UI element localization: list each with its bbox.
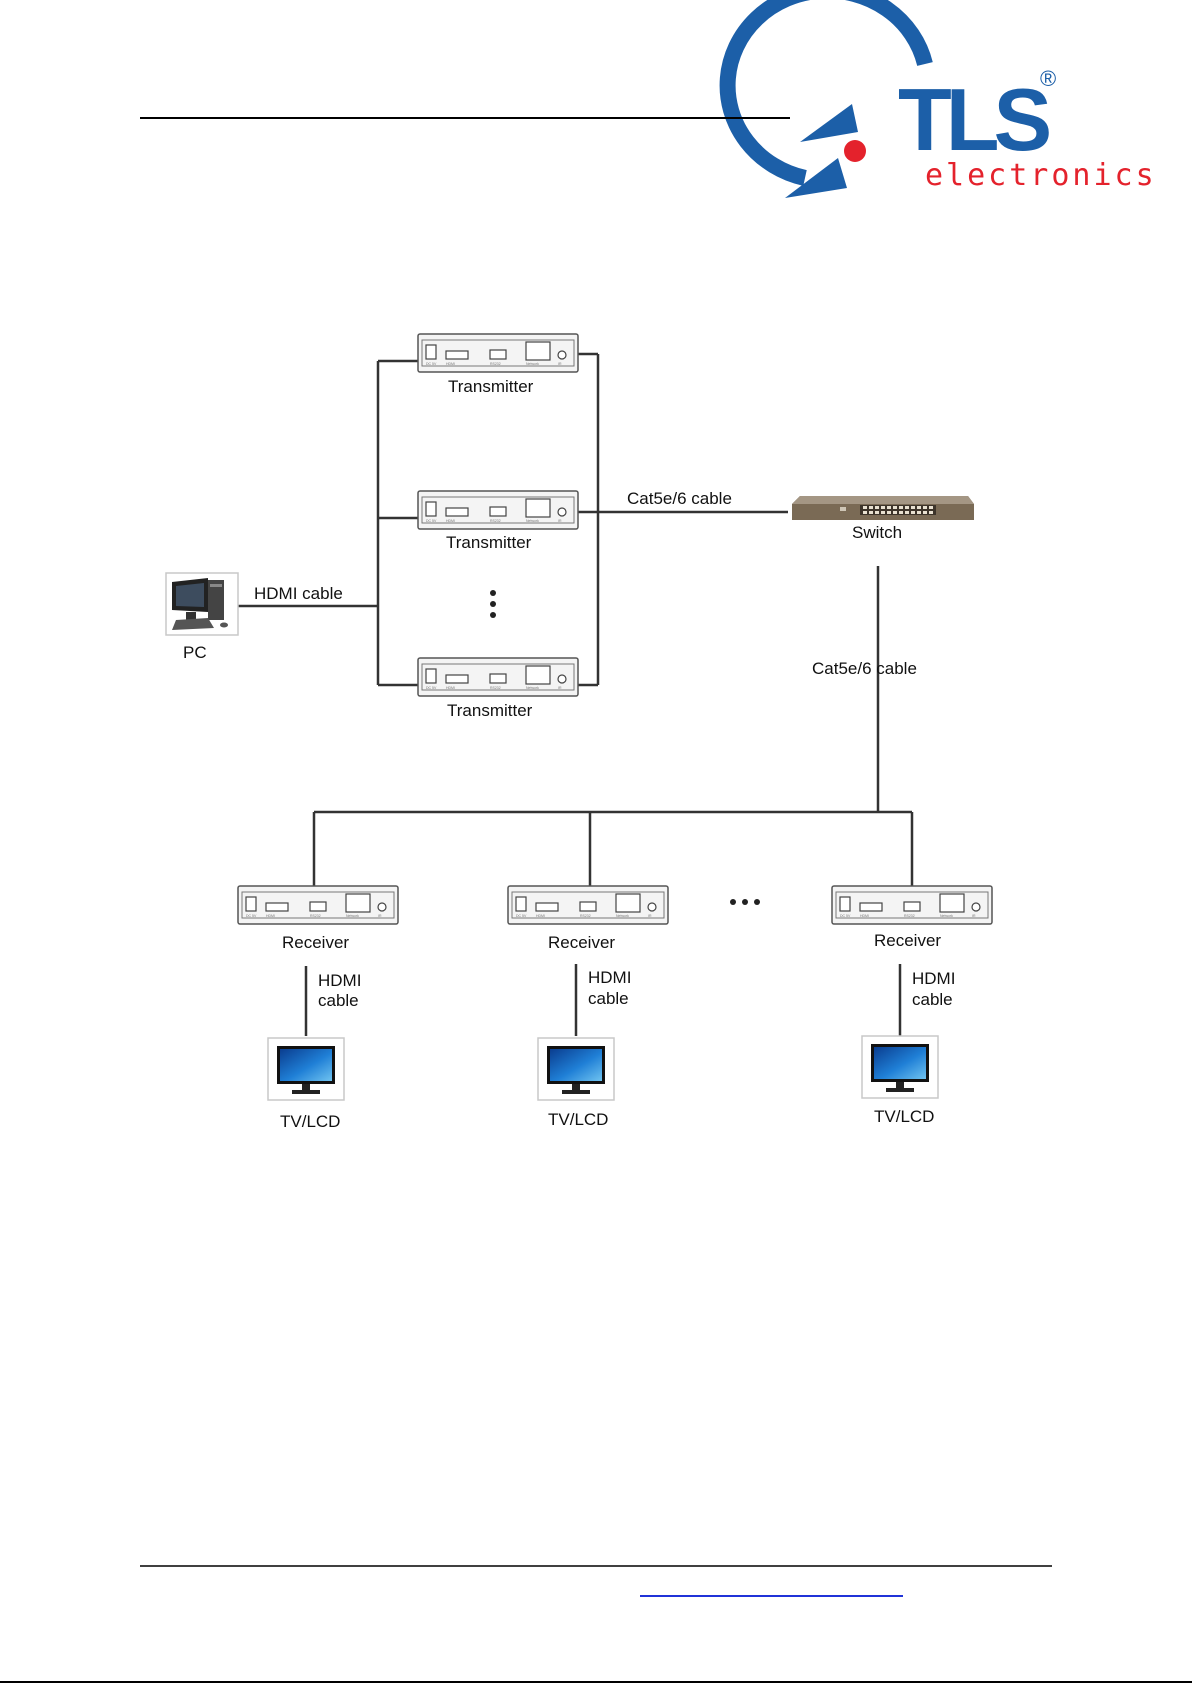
transmitter-1: Transmitter [418,334,578,396]
extender-box-icon [508,886,668,924]
pc-label: PC [183,643,207,662]
hdmi-cable-label-line1: HDMI [588,968,631,987]
transmitter-label: Transmitter [447,701,533,720]
registered-mark: ® [1040,66,1056,91]
extender-box-icon [832,886,992,924]
receiver-3: Receiver HDMI cable [832,886,992,1009]
extender-box-icon [418,658,578,696]
receiver-label: Receiver [282,933,349,952]
display-3: TV/LCD [862,1036,938,1126]
desktop-computer-icon [166,573,238,635]
hdmi-cable-label-line1: HDMI [318,971,361,990]
receiver-label: Receiver [548,933,615,952]
hdmi-cable-label-line1: HDMI [912,969,955,988]
display-label: TV/LCD [280,1112,340,1131]
transmitter-3: Transmitter [418,658,578,720]
display-label: TV/LCD [548,1110,608,1129]
more-dots-icon [730,899,760,905]
cable-label-switch-rx: Cat5e/6 cable [812,659,917,678]
display-label: TV/LCD [874,1107,934,1126]
more-dots-icon [490,590,496,618]
switch: Switch [792,496,974,542]
tls-logo: TLS ® electronics [728,0,1157,198]
pc: PC [166,573,238,662]
hdmi-cable-label-line2: cable [318,991,359,1010]
monitor-icon [538,1038,614,1100]
hdmi-cable-label-line2: cable [588,989,629,1008]
transmitter-label: Transmitter [448,377,534,396]
extender-box-icon [418,491,578,529]
transmitter-label: Transmitter [446,533,532,552]
extender-box-icon [418,334,578,372]
transmitter-2: Transmitter [418,491,578,552]
cable-label-pc-tx: HDMI cable [254,584,343,603]
network-switch-icon [792,496,974,520]
logo-mark: TLS [898,70,1050,169]
switch-label: Switch [852,523,902,542]
hdmi-cable-label-line2: cable [912,990,953,1009]
cable-label-tx-switch: Cat5e/6 cable [627,489,732,508]
receiver-2: Receiver HDMI cable [508,886,668,1008]
logo-subtext: electronics [925,158,1157,193]
extender-box-icon [238,886,398,924]
receiver-label: Receiver [874,931,941,950]
display-1: TV/LCD [268,1038,344,1131]
display-2: TV/LCD [538,1038,614,1129]
monitor-icon [862,1036,938,1098]
receiver-1: Receiver HDMI cable [238,886,398,1010]
monitor-icon [268,1038,344,1100]
